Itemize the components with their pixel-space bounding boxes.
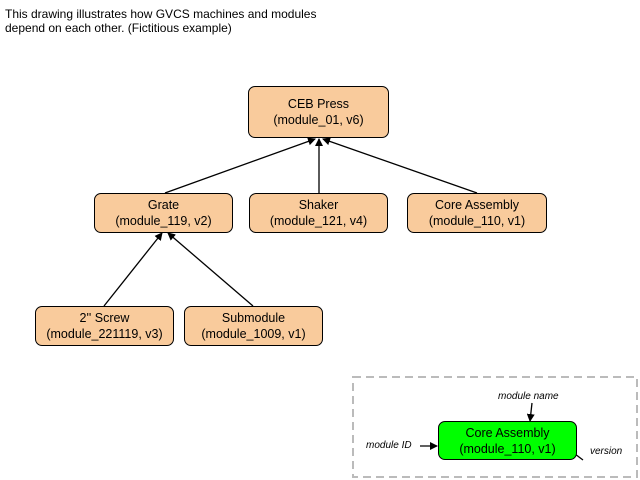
node-name: Core Assembly [465, 425, 550, 440]
node-screw: 2'' Screw (module_221119, v3) [35, 306, 174, 346]
description-line-2: depend on each other. (Fictitious exampl… [5, 21, 232, 35]
legend-border [352, 376, 638, 478]
node-shaker: Shaker (module_121, v4) [249, 193, 388, 233]
node-name: Shaker [298, 198, 339, 212]
node-id-version: (module_221119, v3) [46, 327, 163, 341]
arrow-core-assembly-to-ceb-press [322, 137, 478, 194]
node-grate: Grate (module_119, v2) [94, 193, 233, 233]
legend-label-version: version [590, 446, 623, 457]
node-name: 2'' Screw [79, 311, 130, 325]
node-name: CEB Press [287, 97, 350, 111]
node-id-version: (module_1009, v1) [201, 327, 306, 341]
node-ceb-press: CEB Press (module_01, v6) [248, 86, 389, 138]
node-id-version: (module_110, v1) [459, 441, 556, 456]
node-submodule: Submodule (module_1009, v1) [184, 306, 323, 346]
arrow-submodule-to-grate [167, 232, 254, 307]
diagram-description: This drawing illustrates how GVCS machin… [5, 7, 385, 35]
description-line-1: This drawing illustrates how GVCS machin… [5, 7, 317, 21]
node-name: Core Assembly [434, 198, 520, 212]
legend-example-node: Core Assembly (module_110, v1) [438, 421, 577, 460]
node-name: Grate [147, 198, 180, 212]
legend-arrow-module-name [526, 402, 535, 422]
arrow-grate-to-ceb-press [164, 137, 316, 194]
node-name: Submodule [221, 311, 286, 325]
node-id-version: (module_121, v4) [269, 214, 368, 228]
arrow-screw-to-grate [103, 232, 163, 307]
node-id-version: (module_110, v1) [428, 214, 526, 228]
legend-label-module-name: module name [498, 391, 559, 402]
node-core-assembly: Core Assembly (module_110, v1) [407, 193, 547, 233]
node-id-version: (module_01, v6) [273, 113, 364, 127]
node-id-version: (module_119, v2) [115, 214, 212, 228]
legend-label-module-id: module ID [366, 440, 412, 451]
